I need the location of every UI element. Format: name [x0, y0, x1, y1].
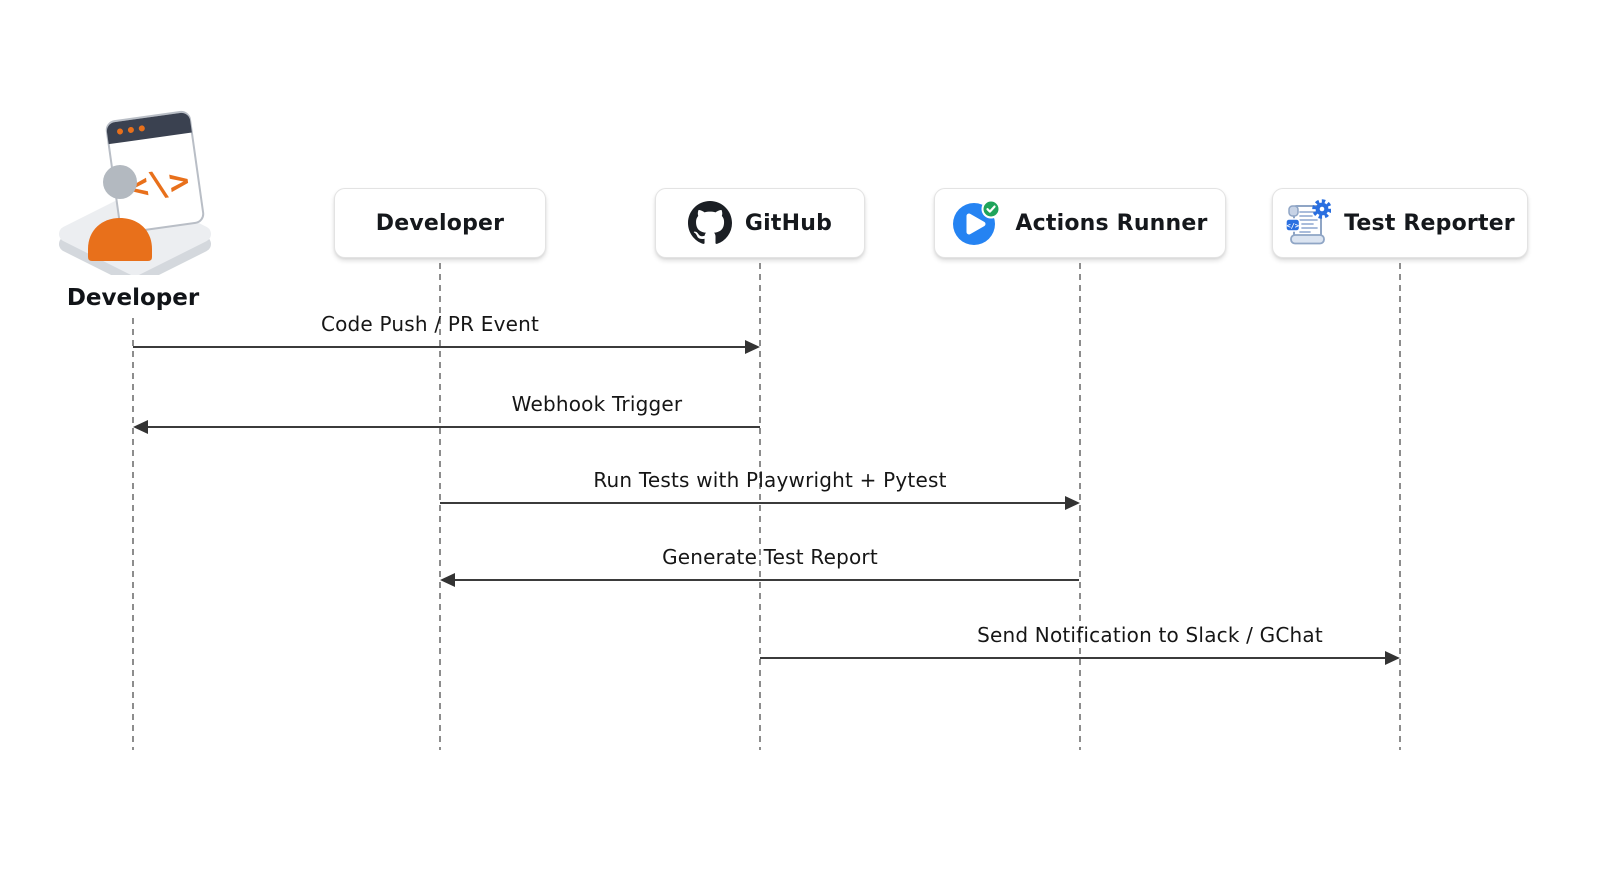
code-window-icon: <\>	[105, 110, 205, 234]
arrowhead-right-icon	[1385, 651, 1400, 665]
developer-actor-figure: <\> Developer	[50, 110, 216, 311]
message-label-send-notification: Send Notification to Slack / GChat	[977, 623, 1323, 647]
lifeline-actions-runner	[1079, 263, 1081, 750]
participant-test-reporter-box: </> Test Reporter	[1272, 188, 1528, 258]
message-line-code-push	[133, 346, 746, 348]
message-label-generate-report: Generate Test Report	[662, 545, 878, 569]
message-line-webhook-trigger	[147, 426, 760, 428]
participant-developer-label: Developer	[375, 210, 505, 236]
developer-illustration-icon: <\>	[59, 110, 211, 286]
message-line-send-notification	[760, 657, 1385, 659]
arrowhead-right-icon	[1065, 496, 1080, 510]
message-label-code-push: Code Push / PR Event	[320, 312, 540, 336]
message-line-run-tests	[440, 502, 1065, 504]
gear-badge-icon	[1312, 199, 1332, 219]
arrowhead-left-icon	[440, 573, 455, 587]
message-label-webhook-trigger: Webhook Trigger	[511, 392, 683, 416]
developer-actor-label: Developer	[66, 285, 200, 311]
lifeline-developer-box	[439, 263, 441, 750]
lifeline-test-reporter	[1399, 263, 1401, 750]
test-report-scroll-icon: </>	[1285, 199, 1332, 245]
actions-play-icon	[953, 199, 1001, 245]
person-head	[103, 165, 137, 199]
code-badge-icon: </>	[1285, 218, 1301, 232]
message-label-run-tests: Run Tests with Playwright + Pytest	[593, 468, 947, 492]
participant-actions-runner-label: Actions Runner	[1015, 210, 1208, 236]
github-octocat-icon	[687, 201, 732, 244]
participant-github-box: GitHub	[655, 188, 865, 258]
participant-test-reporter-label: Test Reporter	[1344, 210, 1515, 236]
lifeline-github	[759, 263, 761, 750]
arrowhead-right-icon	[745, 340, 760, 354]
reporter-code-glyph: </>	[1287, 222, 1300, 230]
participant-developer-box: Developer	[334, 188, 546, 258]
person-body	[88, 218, 152, 261]
arrowhead-left-icon	[133, 420, 148, 434]
message-line-generate-report	[454, 579, 1079, 581]
participant-actions-runner-box: Actions Runner	[934, 188, 1226, 258]
lifeline-developer-person	[132, 318, 134, 750]
participant-github-label: GitHub	[744, 210, 833, 236]
